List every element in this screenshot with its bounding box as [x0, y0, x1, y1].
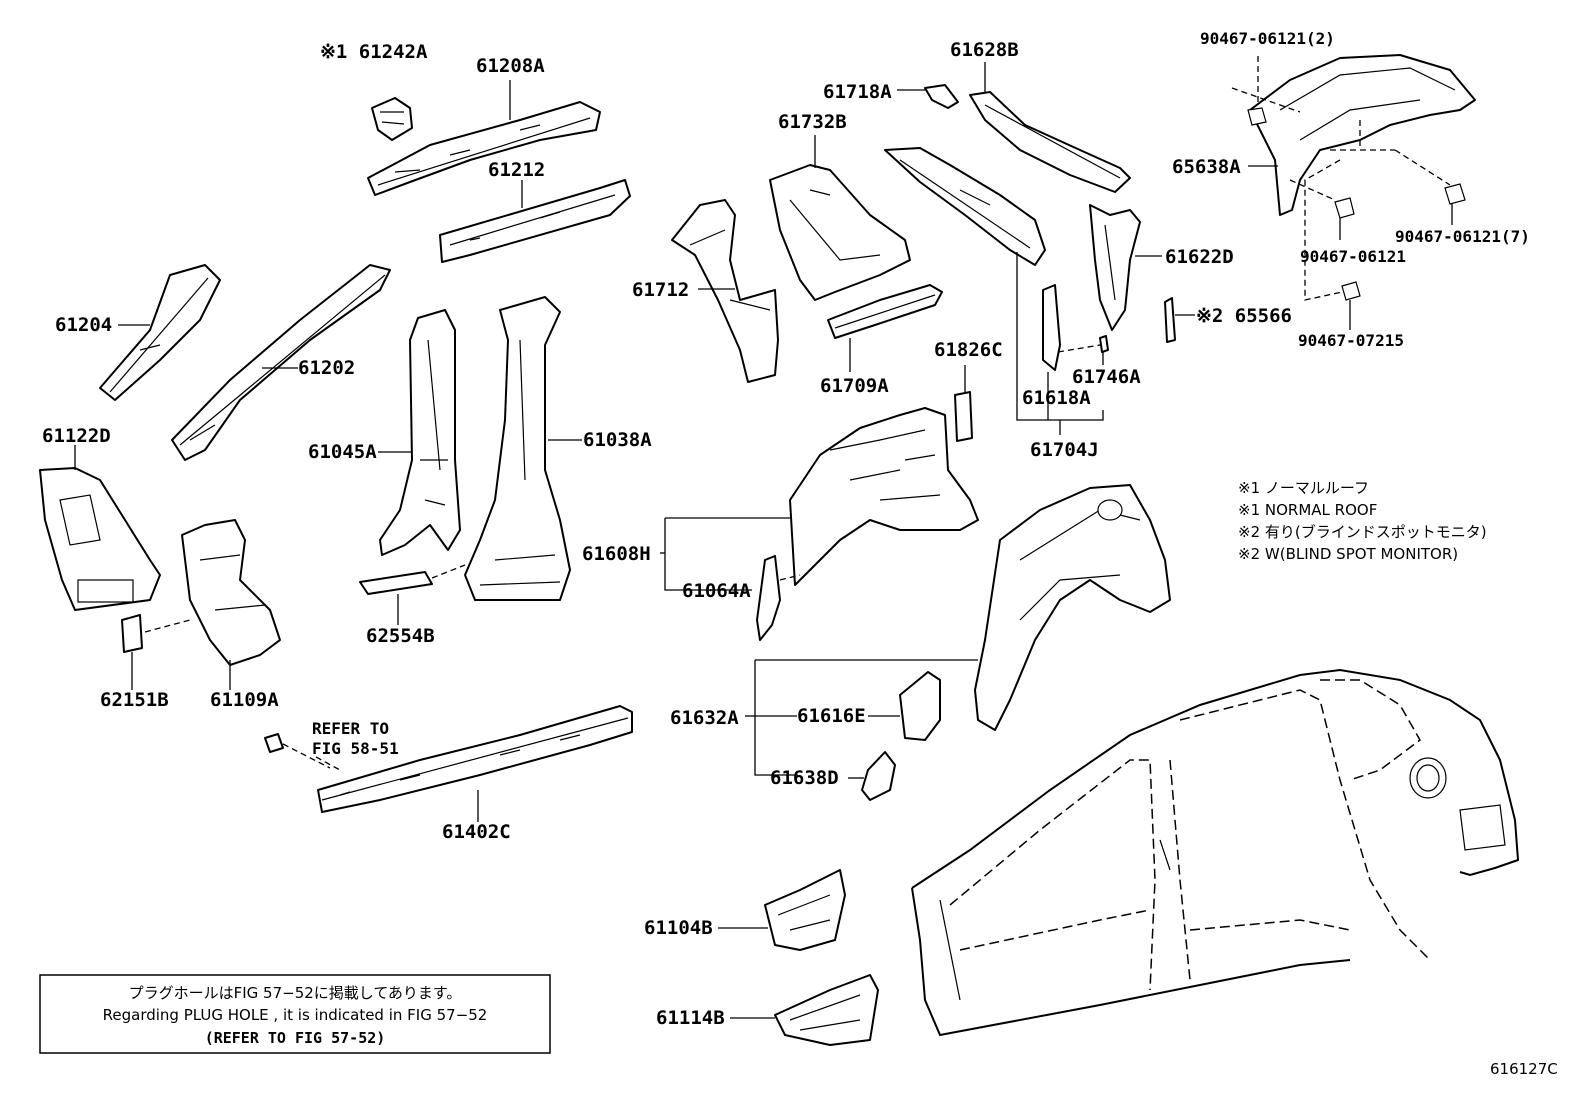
- label-61732B: 61732B: [778, 111, 847, 133]
- label-61622D: 61622D: [1165, 246, 1234, 268]
- label-61826C: 61826C: [934, 339, 1003, 361]
- label-90467-06121-2: 90467-06121(2): [1200, 29, 1335, 48]
- label-62554B: 62554B: [366, 625, 435, 647]
- label-61718A: 61718A: [823, 81, 892, 103]
- label-fig-58-51: FIG 58-51: [312, 739, 399, 758]
- part-62151B: [121, 614, 191, 690]
- label-90467-07215: 90467-07215: [1298, 331, 1404, 350]
- legend-line-3: ※2 有り(ブラインドスポットモニタ): [1238, 523, 1487, 541]
- label-65566: ※2 65566: [1196, 305, 1292, 327]
- part-61212: [439, 179, 631, 263]
- part-61114B: [730, 974, 879, 1046]
- part-61608H: [660, 407, 979, 641]
- label-61212: 61212: [488, 159, 545, 181]
- part-61704J: [884, 147, 1109, 435]
- label-61616E: 61616E: [797, 705, 866, 727]
- legend: ※1 ノーマルルーフ ※1 NORMAL ROOF ※2 有り(ブラインドスポッ…: [1238, 479, 1487, 563]
- legend-line-4: ※2 W(BLIND SPOT MONITOR): [1238, 545, 1458, 563]
- label-61628B: 61628B: [950, 39, 1019, 61]
- part-61402C: [264, 705, 633, 822]
- legend-line-2: ※1 NORMAL ROOF: [1238, 501, 1377, 519]
- label-61608H: 61608H: [582, 543, 651, 565]
- label-65638A: 65638A: [1172, 156, 1241, 178]
- label-90467-06121: 90467-06121: [1300, 247, 1406, 266]
- label-61202: 61202: [298, 357, 355, 379]
- label-61242A: ※1 61242A: [320, 41, 428, 63]
- part-61202: [171, 264, 391, 461]
- part-61628B: [969, 62, 1131, 193]
- part-61622D: [1089, 204, 1162, 331]
- label-61746A: 61746A: [1072, 366, 1141, 388]
- label-61045A: 61045A: [308, 441, 377, 463]
- label-61618A: 61618A: [1022, 387, 1091, 409]
- label-61122D: 61122D: [42, 425, 111, 447]
- part-61616E: [868, 671, 941, 741]
- part-61826C: [954, 365, 973, 442]
- part-61122D: [39, 445, 161, 611]
- label-61709A: 61709A: [820, 375, 889, 397]
- label-61208A: 61208A: [476, 55, 545, 77]
- part-61208A: [367, 80, 601, 196]
- label-61638D: 61638D: [770, 767, 839, 789]
- part-61104B: [718, 869, 846, 951]
- part-61204: [99, 264, 221, 401]
- part-61718A: [897, 84, 959, 109]
- note-line-3: (REFER TO FIG 57-52): [205, 1029, 386, 1047]
- label-61402C: 61402C: [442, 821, 511, 843]
- legend-line-1: ※1 ノーマルルーフ: [1238, 479, 1369, 497]
- part-65566: [1164, 297, 1195, 343]
- part-61045A: [378, 309, 461, 556]
- note-line-1: プラグホールはFIG 57−52に掲載してあります。: [129, 984, 462, 1002]
- part-61638D: [848, 751, 896, 801]
- label-61104B: 61104B: [644, 917, 713, 939]
- part-61732B: [769, 135, 911, 301]
- figure-id: 616127C: [1490, 1060, 1558, 1078]
- part-61242A: [371, 97, 413, 141]
- part-61109A: [181, 519, 281, 690]
- part-61712: [671, 199, 779, 383]
- label-61704J: 61704J: [1030, 439, 1099, 461]
- label-61204: 61204: [55, 314, 112, 336]
- plug-hole-note: プラグホールはFIG 57−52に掲載してあります。 Regarding PLU…: [39, 974, 551, 1054]
- label-61632A: 61632A: [670, 707, 739, 729]
- label-62151B: 62151B: [100, 689, 169, 711]
- label-61109A: 61109A: [210, 689, 279, 711]
- label-refer-to: REFER TO: [312, 719, 389, 738]
- part-65638A: [1231, 54, 1476, 330]
- part-62554B: [359, 564, 466, 625]
- part-61709A: [827, 284, 943, 372]
- label-61712: 61712: [632, 279, 689, 301]
- note-line-2: Regarding PLUG HOLE , it is indicated in…: [103, 1006, 488, 1024]
- label-61114B: 61114B: [656, 1007, 725, 1029]
- part-61038A: [464, 296, 582, 601]
- part-61632A: [745, 484, 1171, 776]
- vehicle-side-body: [911, 668, 1520, 1037]
- label-61064A: 61064A: [682, 580, 751, 602]
- label-90467-06121-7: 90467-06121(7): [1395, 227, 1530, 246]
- label-61038A: 61038A: [583, 429, 652, 451]
